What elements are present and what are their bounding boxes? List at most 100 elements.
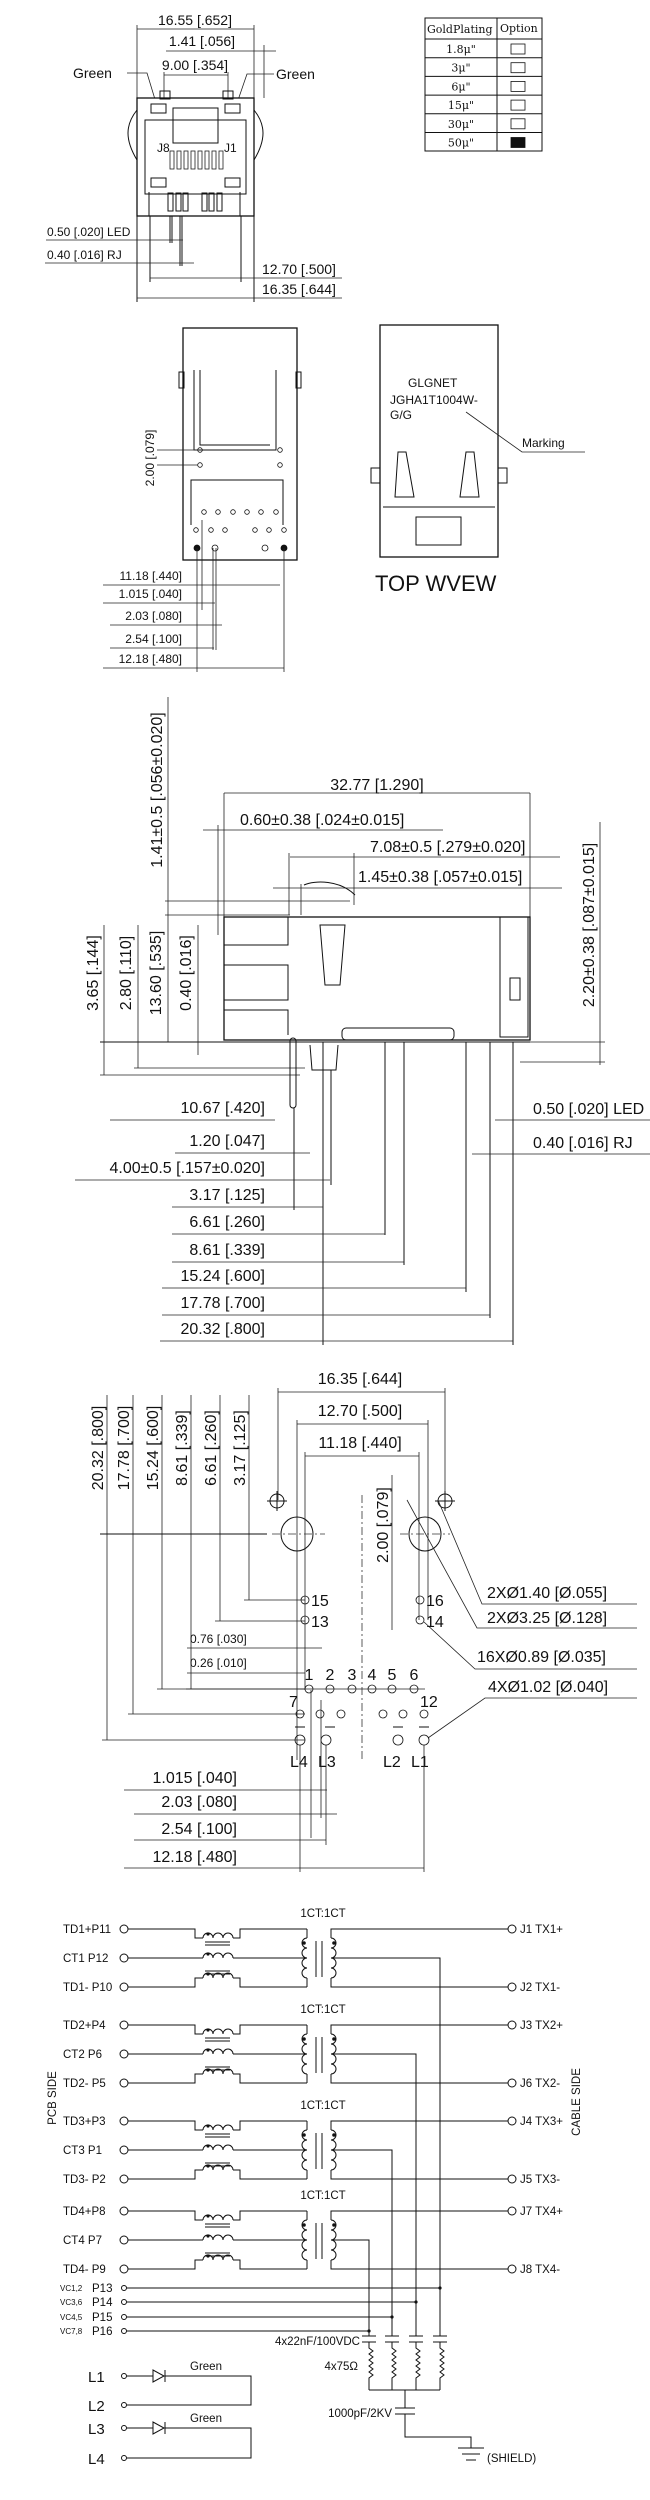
common-mode-choke-wire (128, 2073, 307, 2084)
pin-number: 1 (305, 1667, 314, 1684)
cable-pin-label: J7 TX4+ (520, 2206, 563, 2218)
table-header-option: Option (500, 22, 538, 35)
pcb-terminal (119, 1982, 129, 1992)
common-mode-choke-wire (128, 2024, 307, 2035)
pcb-terminal (119, 1924, 129, 1934)
led-color: Green (190, 2361, 222, 2373)
pin-hole (336, 1709, 346, 1719)
pin-15: 15 (311, 1593, 329, 1610)
footprint-bottom-dim-0: 1.015 [.040] (152, 1770, 237, 1787)
pcb-terminal (119, 2264, 129, 2274)
table-header-gold-plating: GoldPlating (427, 23, 493, 36)
rj45-opening (144, 119, 247, 195)
pcb-pin-label: TD3- P2 (63, 2174, 106, 2186)
pcb-terminal (119, 2020, 129, 2030)
cable-terminal (507, 1924, 517, 1934)
vc-name: VC7,8 (60, 2327, 83, 2336)
primary-winding (301, 2033, 308, 2075)
jack-contacts (169, 150, 224, 170)
pcb-pin-label: TD4- P9 (63, 2264, 106, 2276)
resistor (415, 2342, 421, 2390)
plating-thickness: 6μ" (451, 80, 470, 93)
option-checkbox (510, 81, 526, 92)
side-horizontal-dims: 10.67 [.420]1.20 [.047]4.00±0.5 [.157±0.… (75, 1100, 513, 1342)
polarity-dot (302, 2133, 306, 2137)
led-window-right (224, 103, 241, 114)
hole-callout-3: 4XØ1.02 [Ø.040] (488, 1679, 608, 1696)
pin-16: 16 (426, 1593, 444, 1610)
vc-pin: P13 (92, 2283, 112, 2295)
footprint-bottom-dim-1: 2.03 [.080] (161, 1794, 237, 1811)
dim-tab-height: 1.41±0.5 [.056±0.020] (149, 712, 166, 867)
dim-bottom-0: 11.18 [.440] (120, 569, 183, 583)
footprint-dim-1: 12.70 [.500] (318, 1403, 403, 1420)
polarity-dot (206, 1932, 210, 1936)
polarity-dot (206, 1952, 210, 1956)
dim-vertical-1: 2.80 [.110] (118, 936, 135, 1010)
shield-label: (SHIELD) (487, 2453, 536, 2465)
side-pins (289, 1037, 514, 1345)
led-pin-l1: L1 (411, 1754, 429, 1771)
cable-terminal (507, 2264, 517, 2274)
dim-bottom-2: 2.03 [.080] (125, 609, 182, 623)
polarity-dot (302, 2223, 306, 2227)
latch-left (394, 451, 415, 498)
led-cathode-pin: L4 (88, 2451, 105, 2468)
latch (319, 924, 346, 986)
polarity-dot (302, 1941, 306, 1945)
vc-pin: P16 (92, 2326, 112, 2338)
pin-13: 13 (311, 1614, 329, 1631)
dim-bottom-4: 12.18 [.480] (119, 652, 182, 666)
cable-pin-label: J1 TX1+ (520, 1924, 563, 1936)
option-checkbox (510, 43, 526, 55)
led-pin-l2: L2 (383, 1754, 401, 1771)
footprint-dim-0: 16.35 [.644] (318, 1371, 403, 1388)
transformer-ratio: 1CT:1CT (300, 2004, 345, 2016)
footprint-vdim-5: 3.17 [.125] (232, 1410, 249, 1486)
pin-hole (295, 1709, 305, 1719)
common-mode-choke-wire (128, 1977, 307, 1988)
pins (136, 192, 255, 302)
marking-part-number: JGHA1T1004W- (390, 393, 478, 407)
junction-dot (414, 2300, 418, 2304)
center-tap-wire (331, 2239, 370, 2336)
latch-slot (172, 107, 219, 144)
led-wire (127, 2427, 252, 2459)
cable-pin-label: J3 TX2+ (520, 2020, 563, 2032)
footprint-vdim-2: 15.24 [.600] (145, 1406, 162, 1491)
polarity-dot (332, 1941, 336, 1945)
dim-led-pin: 0.50 [.020] LED (533, 1101, 644, 1118)
pin-7: 7 (289, 1694, 298, 1711)
plating-thickness: 15μ" (448, 99, 474, 112)
transformer-ratio: 1CT:1CT (300, 2190, 345, 2202)
dim-overall-width: 16.55 [.652] (158, 12, 232, 28)
pin-number: 6 (410, 1667, 419, 1684)
dim-front-offset: 0.60±0.38 [.024±0.015] (240, 812, 404, 829)
common-mode-choke-wire (128, 2169, 307, 2180)
transformer-ratio: 1CT:1CT (300, 2100, 345, 2112)
pcb-terminal (119, 2206, 129, 2216)
led-terminal (121, 2402, 127, 2408)
pin-hole (378, 1709, 388, 1719)
bottom-view: 2.00 [.079] 11.18 [.440] 1.015 [.040] 2.… (103, 327, 302, 672)
pin-12: 12 (420, 1694, 438, 1711)
dim-length: 32.77 [1.290] (330, 777, 423, 794)
pcb-side-label: PCB SIDE (47, 2071, 59, 2125)
dim-vertical-3: 0.40 [.016] (178, 935, 195, 1011)
pcb-terminal (119, 1953, 129, 1963)
led-pin-hole (418, 1734, 430, 1746)
footprint-vdim-1: 17.78 [.700] (116, 1406, 133, 1491)
polarity-dot (206, 2124, 210, 2128)
secondary-wire (330, 2170, 508, 2180)
plating-thickness: 30μ" (448, 118, 474, 131)
led-terminal (121, 2455, 127, 2461)
led-terminal (121, 2425, 127, 2431)
diode-icon (152, 2421, 166, 2435)
pcb-footprint: 16.35 [.644] 12.70 [.500] 11.18 [.440] 2… (90, 1371, 637, 1872)
pin-hole (398, 1709, 408, 1719)
hv-cap-label: 1000pF/2KV (328, 2408, 392, 2420)
dim-bottom-1: 1.015 [.040] (119, 587, 182, 601)
cable-pin-label: J5 TX3- (520, 2174, 560, 2186)
marking-part-suffix: G/G (390, 408, 412, 422)
polarity-dot (206, 2028, 210, 2032)
